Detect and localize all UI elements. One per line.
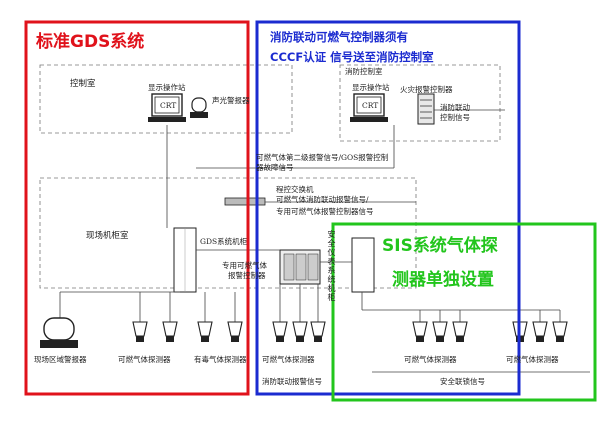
gds-cabinet-label: GDS系统机柜	[200, 237, 248, 246]
gas-detector-icon	[272, 321, 288, 342]
plc-label-2: 可燃气体消防联动报警信号/	[276, 195, 369, 204]
fire-title-line2: CCCF认证 信号送至消防控制室	[270, 50, 434, 64]
area-alarm-beacon	[40, 317, 78, 348]
gas-detector-icon	[292, 321, 308, 342]
dedicated-controller-line1: 专用可燃气体	[222, 261, 267, 270]
combustible-detector-label-2: 可燃气体探测器	[262, 355, 315, 364]
gds-cabinet	[173, 227, 197, 293]
fire-control-room-label: 消防控制室	[345, 67, 383, 76]
sis-cabinet	[351, 237, 375, 293]
gas-detector-icon	[132, 321, 148, 342]
fire-linkage-label-1: 消防联动	[440, 103, 470, 112]
sis-title-line2: 测器单独设置	[392, 270, 494, 290]
area-alarm-label: 现场区域警报器	[34, 355, 87, 364]
toxic-detector-label: 有毒气体探测器	[194, 355, 247, 364]
dedicated-controller-cabinet	[279, 249, 321, 285]
gas-detector-icon	[162, 321, 178, 342]
safety-interlock-label: 安全联锁信号	[440, 377, 485, 386]
operator-station-label: 显示操作站	[148, 83, 186, 92]
gas-detector-icon	[552, 321, 568, 342]
fire-operator-station-label: 显示操作站	[352, 83, 390, 92]
gas-detector-icon	[310, 321, 326, 342]
gds-title: 标准GDS系统	[36, 32, 145, 52]
fire-title-line1: 消防联动可燃气控制器须有	[270, 30, 408, 44]
dedicated-controller-line2: 报警控制器	[228, 271, 266, 280]
control-room-outline	[39, 64, 293, 134]
gas-detector-icon	[197, 321, 213, 342]
fire-linkage-alarm-label: 消防联动报警信号	[262, 377, 322, 386]
plc-label-1: 程控交换机	[276, 185, 314, 194]
gas-detector-icon	[227, 321, 243, 342]
field-cabinet-label: 现场机柜室	[86, 231, 129, 241]
fire-linkage-label-2: 控制信号	[440, 113, 470, 122]
crt-label: CRT	[160, 101, 177, 110]
fire-crt-label: CRT	[362, 101, 379, 110]
gas-detector-icon	[452, 321, 468, 342]
crt-monitor-1	[148, 93, 186, 122]
combustible-detector-label-3: 可燃气体探测器	[404, 355, 457, 364]
alarm-beacon-1	[190, 97, 208, 118]
fire-alarm-controller-device	[417, 93, 435, 125]
plc-label-3: 专用可燃气体报警控制器信号	[276, 207, 374, 216]
fire-alarm-controller-label: 火灾报警控制器	[400, 85, 453, 94]
gas-detector-icon	[532, 321, 548, 342]
plc-switch	[224, 197, 266, 206]
fire-control-room-outline	[339, 64, 501, 142]
sis-frame	[331, 222, 597, 402]
gas-detector-icon	[412, 321, 428, 342]
gas-detectors	[132, 321, 568, 342]
fire-frame	[255, 20, 521, 396]
secondary-alarm-line2: 器故障信号	[256, 163, 294, 172]
control-room-label: 控制室	[70, 79, 96, 89]
combustible-detector-label-4: 可燃气体探测器	[506, 355, 559, 364]
sis-cabinet-label: 安全仪表系统机柜	[327, 230, 336, 302]
crt-monitor-2	[350, 93, 388, 122]
sound-light-alarm-label: 声光警报器	[212, 96, 250, 105]
secondary-alarm-line1: 可燃气体第二级报警信号/GOS报警控制	[256, 153, 389, 162]
sis-title-line1: SIS系统气体探	[382, 236, 498, 256]
gds-frame	[24, 20, 250, 396]
field-cabinet-outline	[39, 177, 417, 289]
gas-detector-icon	[432, 321, 448, 342]
combustible-detector-label: 可燃气体探测器	[118, 355, 171, 364]
